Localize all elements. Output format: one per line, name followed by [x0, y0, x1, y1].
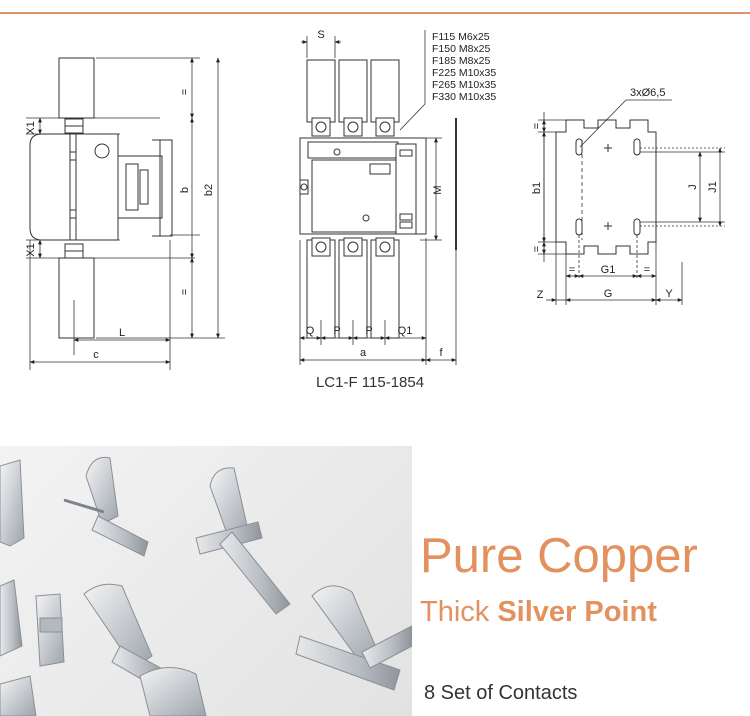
dim-b2: b2	[203, 184, 215, 196]
bolt-spec-5: F265 M10x35	[432, 79, 496, 91]
dim-Q1: Q1	[398, 325, 413, 337]
bolt-spec-2: F150 M8x25	[432, 43, 491, 55]
dim-b: b	[179, 187, 191, 193]
dim-eq-top: =	[179, 89, 191, 95]
dim-eq-right-mount: =	[644, 264, 650, 276]
bolt-spec-4: F225 M10x35	[432, 67, 496, 79]
subhead-silver-point: Thick Silver Point	[420, 598, 657, 627]
technical-drawing: X1 X1 = b = b2 L c	[0, 14, 750, 414]
dim-J1: J1	[707, 181, 719, 193]
dim-G: G	[604, 288, 613, 300]
bolt-spec-6: F330 M10x35	[432, 91, 496, 103]
holes-label: 3xØ6,5	[630, 87, 665, 99]
dimension-drawing-svg: X1 X1 = b = b2 L c	[25, 29, 725, 370]
dim-P-1: P	[333, 325, 340, 337]
dim-eq-bottom: =	[179, 289, 191, 295]
dim-eq-left-mount: =	[569, 264, 575, 276]
subhead-bold: Silver Point	[497, 596, 657, 628]
side-view-labels: X1 X1 = b = b2 L c	[25, 89, 215, 361]
bolt-spec-1: F115 M6x25	[432, 31, 490, 43]
dim-G1: G1	[601, 264, 616, 276]
front-view	[299, 59, 457, 339]
dim-eq-top-mount: =	[531, 123, 543, 129]
front-view-dimensions	[299, 30, 457, 365]
dim-a: a	[360, 347, 367, 359]
dim-f: f	[439, 347, 443, 359]
front-view-labels: S M Q P P Q1 a f F115 M6x25 F150 M8x25 F…	[306, 29, 497, 359]
mount-view-labels: 3xØ6,5 = b1 = J J1 = G1 = Z G Y	[531, 87, 719, 301]
subhead-prefix: Thick	[420, 596, 498, 628]
dim-M: M	[432, 185, 444, 194]
bolt-spec-3: F185 M8x25	[432, 55, 491, 67]
model-caption-text: LC1-F 115-1854	[315, 374, 425, 391]
dim-x1-bottom: X1	[25, 243, 37, 256]
mount-view-dimensions	[538, 99, 725, 305]
dim-Q: Q	[306, 325, 315, 337]
contacts-photo-illustration	[0, 456, 412, 716]
dim-c: c	[93, 349, 99, 361]
contacts-count: 8 Set of Contacts	[424, 682, 578, 704]
contacts-photo	[0, 446, 412, 716]
dim-P-2: P	[365, 325, 372, 337]
dim-J: J	[687, 184, 699, 190]
model-caption: LC1-F 115-1854	[0, 374, 750, 391]
dim-eq-bottom-mount: =	[531, 246, 543, 252]
dim-Z: Z	[537, 289, 544, 301]
dim-b1: b1	[531, 182, 543, 194]
dim-x1-top: X1	[25, 121, 37, 134]
side-view-dimensions	[26, 57, 225, 370]
dim-Y: Y	[665, 288, 673, 300]
top-divider	[0, 12, 750, 14]
dim-L: L	[119, 327, 125, 339]
mount-view	[555, 119, 657, 255]
side-view	[29, 57, 173, 339]
dim-S: S	[317, 29, 324, 41]
headline-pure-copper: Pure Copper	[420, 529, 698, 583]
